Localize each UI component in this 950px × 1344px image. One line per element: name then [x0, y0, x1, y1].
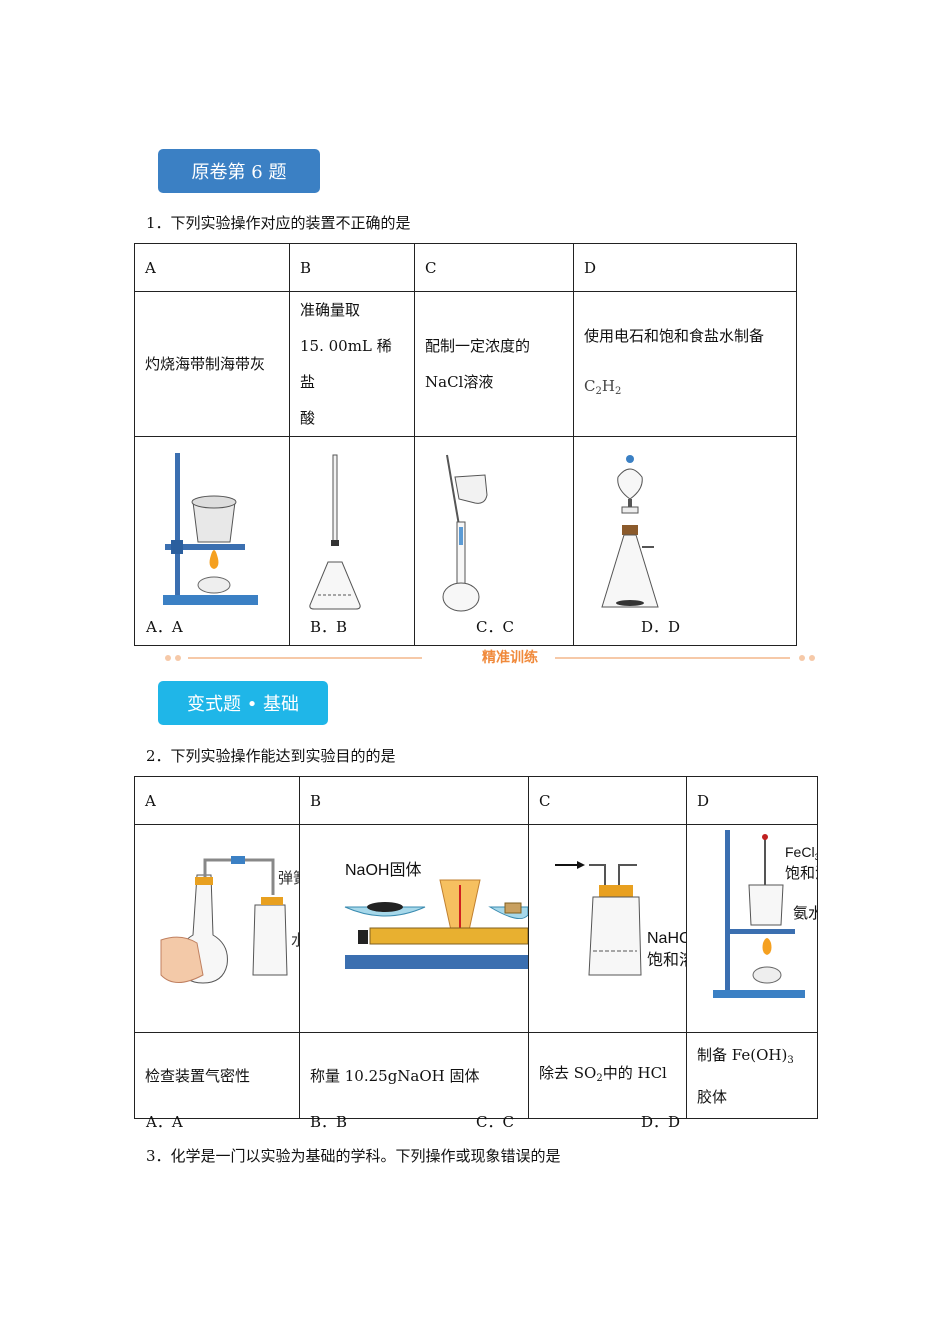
question-1-text: 1．下列实验操作对应的装置不正确的是	[146, 214, 411, 232]
fecl3-label: FeCl3	[785, 844, 817, 862]
question-2-text: 2．下列实验操作能达到实验目的的是	[146, 747, 396, 765]
gas-washing-bottle-illustration: NaHCO 饱和溶液	[555, 861, 711, 976]
desc-a: 检查装置气密性	[134, 1032, 300, 1119]
balance-illustration: NaOH固体	[344, 861, 529, 969]
desc-b-line3: 酸	[300, 409, 316, 427]
image-a-cell: 弹簧夹 水	[134, 824, 323, 1033]
desc-d: 制备 Fe(OH)3 胶体	[686, 1032, 818, 1119]
header-d: D	[573, 243, 797, 292]
colloid-preparation-illustration: FeCl3 饱和溶液 氨水	[713, 830, 845, 998]
header-c: C	[414, 243, 574, 292]
nahco3-label: NaHCO	[647, 930, 686, 947]
desc-b: 准确量取 15. 00mL 稀盐 酸	[289, 291, 415, 437]
desc-b-line2: 15. 00mL 稀盐	[300, 337, 392, 391]
answer-b[interactable]: B．B	[310, 1113, 348, 1131]
answer-c[interactable]: C．C	[476, 618, 514, 636]
header-b: B	[299, 776, 529, 825]
buret-flask-illustration	[309, 454, 361, 610]
naoh-solid-label: NaOH固体	[345, 861, 421, 879]
header-c: C	[528, 776, 687, 825]
acetylene-generator-illustration	[601, 455, 659, 608]
header-a: A	[134, 243, 290, 292]
water-label: 水	[291, 932, 299, 949]
desc-a: 灼烧海带制海带灰	[134, 291, 290, 437]
divider-label: 精准训练	[482, 650, 538, 666]
desc-c: 配制一定浓度的 NaCl溶液	[414, 291, 574, 437]
image-d-cell: FeCl3 饱和溶液 氨水	[686, 824, 845, 1033]
header-d: D	[686, 776, 818, 825]
spring-clip-label: 弹簧夹	[278, 870, 299, 887]
original-question-banner: 原卷第 6 题	[158, 149, 320, 193]
question-2-table: A B C D 弹簧夹 水 NaOH固体	[134, 776, 845, 1119]
section-divider: 精准训练	[160, 648, 820, 668]
image-b-cell	[289, 436, 415, 646]
question-3-text: 3．化学是一门以实验为基础的学科。下列操作或现象错误的是	[146, 1147, 561, 1165]
variant-question-banner: 变式题 • 基础	[158, 681, 328, 725]
answer-a[interactable]: A．A	[146, 1113, 183, 1131]
volumetric-flask-illustration	[442, 454, 488, 612]
divider-lines	[165, 655, 815, 661]
image-b-cell: NaOH固体	[299, 824, 529, 1033]
image-c-cell	[414, 436, 574, 646]
image-a-cell	[134, 436, 290, 646]
answer-d[interactable]: D．D	[641, 618, 681, 636]
question-1-table: A B C D 灼烧海带制海带灰 准确量取 15. 00mL 稀盐 酸 配制一定…	[134, 243, 797, 646]
header-b: B	[289, 243, 415, 292]
crucible-stand-illustration	[163, 453, 258, 605]
answer-d[interactable]: D．D	[641, 1113, 681, 1131]
answer-b[interactable]: B．B	[310, 618, 348, 636]
desc-d: 使用电石和饱和食盐水制备 C2H2	[573, 291, 797, 437]
image-c-cell: NaHCO 饱和溶液	[528, 824, 711, 1033]
answer-c[interactable]: C．C	[476, 1113, 514, 1131]
desc-b-line1: 准确量取	[300, 301, 361, 319]
desc-b: 称量 10.25gNaOH 固体	[299, 1032, 529, 1119]
ammonia-label: 氨水	[793, 905, 817, 922]
image-d-cell	[573, 436, 797, 646]
airtightness-check-illustration: 弹簧夹 水	[160, 856, 323, 984]
saturated-solution-label: 饱和溶液	[647, 951, 686, 969]
desc-c: 除去 SO2中的 HCl	[528, 1032, 687, 1119]
answer-a[interactable]: A．A	[146, 618, 183, 636]
fecl3-solution-label: 饱和溶液	[785, 865, 817, 882]
header-a: A	[134, 776, 300, 825]
